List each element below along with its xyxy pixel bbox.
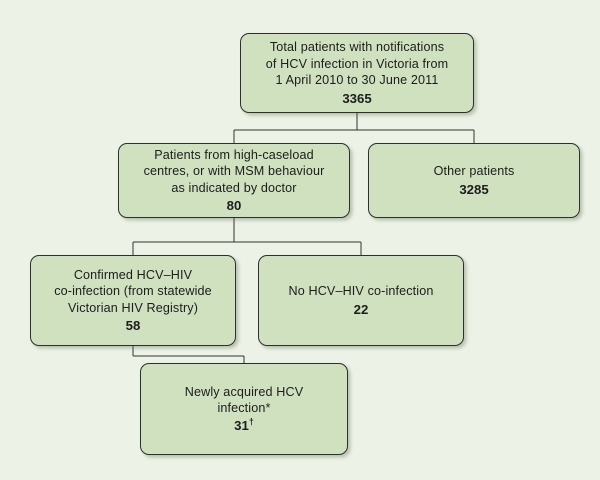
connector-total-to-row2: [233, 113, 475, 143]
node-other-patients-count: 3285: [459, 181, 489, 197]
node-newly-acquired-hcv-text: Newly acquired HCV infection*: [184, 384, 304, 415]
node-newly-acquired-hcv-count-value: 31: [234, 418, 249, 434]
node-newly-acquired-hcv-count: 31†: [234, 417, 254, 434]
connector-highcaseload-to-row3: [132, 218, 362, 255]
node-total-patients: Total patients with notifications of HCV…: [240, 33, 474, 113]
node-high-caseload-patients-count: 80: [226, 198, 242, 214]
node-total-patients-text: Total patients with notifications of HCV…: [265, 40, 449, 88]
node-confirmed-co-infection: Confirmed HCV–HIV co-infection (from sta…: [30, 255, 236, 346]
node-other-patients-text: Other patients: [433, 164, 515, 179]
dagger-footnote-marker: †: [248, 417, 254, 428]
node-no-co-infection: No HCV–HIV co-infection 22: [258, 255, 464, 346]
node-confirmed-co-infection-count: 58: [125, 318, 141, 334]
node-high-caseload-patients-text: Patients from high-caseload centres, or …: [143, 147, 325, 195]
node-confirmed-co-infection-text: Confirmed HCV–HIV co-infection (from sta…: [54, 267, 212, 315]
node-high-caseload-patients: Patients from high-caseload centres, or …: [118, 143, 350, 218]
node-no-co-infection-text: No HCV–HIV co-infection: [288, 284, 434, 299]
node-no-co-infection-count: 22: [353, 301, 369, 317]
node-newly-acquired-hcv: Newly acquired HCV infection* 31†: [140, 363, 348, 455]
node-total-patients-count: 3365: [342, 90, 372, 106]
connector-coinfection-to-newly: [132, 346, 245, 363]
node-other-patients: Other patients 3285: [368, 143, 580, 218]
